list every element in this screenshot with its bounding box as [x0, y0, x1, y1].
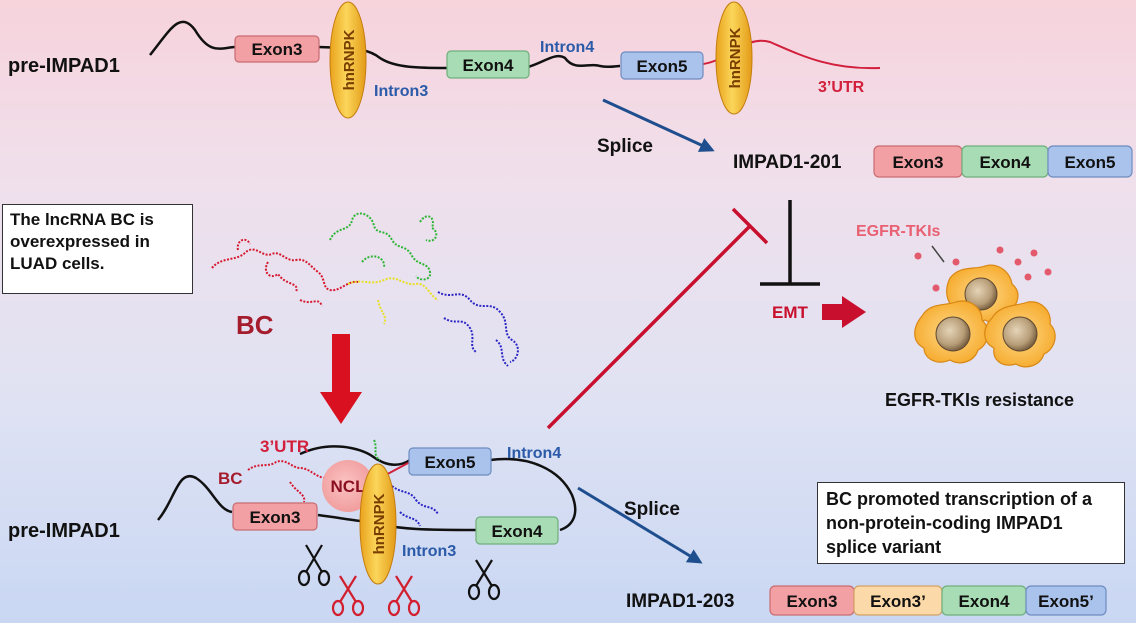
- impad1-203-exon3p-label: Exon3’: [870, 592, 926, 611]
- top-pre-impad1-label: pre-IMPAD1: [8, 55, 120, 77]
- top-hnrnpk-label-2: hnRNPK: [727, 27, 744, 88]
- top-3utr-label: 3’UTR: [818, 79, 865, 96]
- bottom-pre-impad1-label: pre-IMPAD1: [8, 520, 120, 542]
- bottom-exon3-box: [232, 502, 318, 531]
- bottom-exon5-label: Exon5: [424, 453, 475, 472]
- bottom-intron4-label: Intron4: [507, 445, 561, 462]
- bottom-exon4-box: [475, 516, 559, 545]
- top-hnrnpk-ellipse-2: [715, 1, 753, 115]
- top-exon4-label: Exon4: [462, 56, 514, 75]
- cancer-cell-1-nucleus: [964, 277, 998, 311]
- impad1-203-exon5p-label: Exon5’: [1038, 592, 1094, 611]
- bottom-exon4-label: Exon4: [491, 522, 543, 541]
- bottom-bc-label: BC: [218, 469, 243, 488]
- scissors-icon: [467, 559, 501, 601]
- bottom-pre-mrna-strand: [157, 474, 233, 521]
- cancer-cell-3-nucleus: [1002, 316, 1038, 352]
- top-splice-arrow: [602, 98, 715, 152]
- top-exon3-box: [234, 35, 320, 63]
- bottom-splice-label: Splice: [624, 499, 680, 520]
- egfr-tkis-label: EGFR-TKIs: [856, 223, 941, 240]
- top-hnrnpk-ellipse-1: [329, 1, 367, 119]
- bottom-exon3-label: Exon3: [249, 508, 300, 527]
- drug-dots: [914, 246, 1052, 292]
- lncrna-bc-structure: [211, 212, 519, 367]
- top-intron3-label: Intron3: [374, 83, 428, 100]
- cancer-cells: [914, 264, 1056, 368]
- splice-variant-note-box: BC promoted transcription of a non-prote…: [817, 482, 1125, 564]
- bottom-3utr-line: [299, 445, 411, 466]
- bc-structure-red: [211, 248, 359, 292]
- top-exon4-box: [446, 50, 530, 79]
- impad1-201-exon4-label: Exon4: [979, 153, 1031, 172]
- top-exon3-label: Exon3: [251, 40, 302, 59]
- scissors-icon: [331, 575, 365, 617]
- inhibit-203-red-line: [546, 224, 752, 430]
- bottom-3utr-label: 3’UTR: [260, 437, 309, 456]
- impad1-201-label: IMPAD1-201: [733, 152, 842, 173]
- emt-red-arrow: [822, 296, 866, 328]
- impad1-201-exon5-label: Exon5: [1064, 153, 1115, 172]
- bottom-exon5-box: [408, 447, 492, 476]
- scissors-icon: [387, 575, 421, 617]
- bottom-intron3-line: [317, 513, 477, 532]
- impad1-203-exon3-label: Exon3: [786, 592, 837, 611]
- bc-label: BC: [236, 310, 274, 340]
- bottom-hnrnpk-ellipse: [359, 463, 397, 585]
- ncl-label: NCL: [331, 477, 366, 496]
- inhibit-203-red-bar: [731, 207, 769, 245]
- lncrna-note-box: The lncRNA BC is overexpressed in LUAD c…: [2, 204, 193, 294]
- bottom-bc-structure: [247, 439, 439, 527]
- bc-structure-green: [329, 212, 432, 281]
- bottom-intron4-line: [489, 457, 577, 532]
- bottom-intron3-label: Intron3: [402, 543, 456, 560]
- impad1-203-exon5p-box: [1025, 585, 1107, 616]
- cancer-cell-2-nucleus: [935, 316, 971, 352]
- top-splice-label: Splice: [597, 136, 653, 157]
- top-exon5-label: Exon5: [636, 57, 687, 76]
- bottom-hnrnpk-label: hnRNPK: [371, 493, 388, 554]
- emt-label: EMT: [772, 303, 809, 322]
- bc-structure-blue: [437, 291, 519, 363]
- lncrna-note-text: The lncRNA BC is overexpressed in LUAD c…: [10, 210, 154, 273]
- impad1-201-exon3-label: Exon3: [892, 153, 943, 172]
- top-intron4-label: Intron4: [540, 39, 594, 56]
- egfr-tkis-pointer: [931, 245, 945, 263]
- splice-variant-note-text: BC promoted transcription of a non-prote…: [826, 489, 1093, 557]
- impad1-203-label: IMPAD1-203: [626, 591, 734, 612]
- top-intron4-line: [527, 54, 621, 69]
- bc-down-arrow: [320, 334, 362, 424]
- bottom-splice-arrow: [577, 486, 703, 564]
- top-exon5-box: [620, 51, 704, 80]
- ncl-protein: [322, 460, 374, 512]
- impad1-201-exon5-box: [1047, 145, 1133, 178]
- impad1-203-exon4-label: Exon4: [958, 592, 1010, 611]
- resistance-label: EGFR-TKIs resistance: [885, 390, 1074, 410]
- scissors-icon: [297, 544, 331, 587]
- top-hnrnpk-label-1: hnRNPK: [341, 29, 358, 90]
- bc-structure-yellow: [347, 277, 439, 301]
- top-pre-mrna-strand: [149, 20, 236, 56]
